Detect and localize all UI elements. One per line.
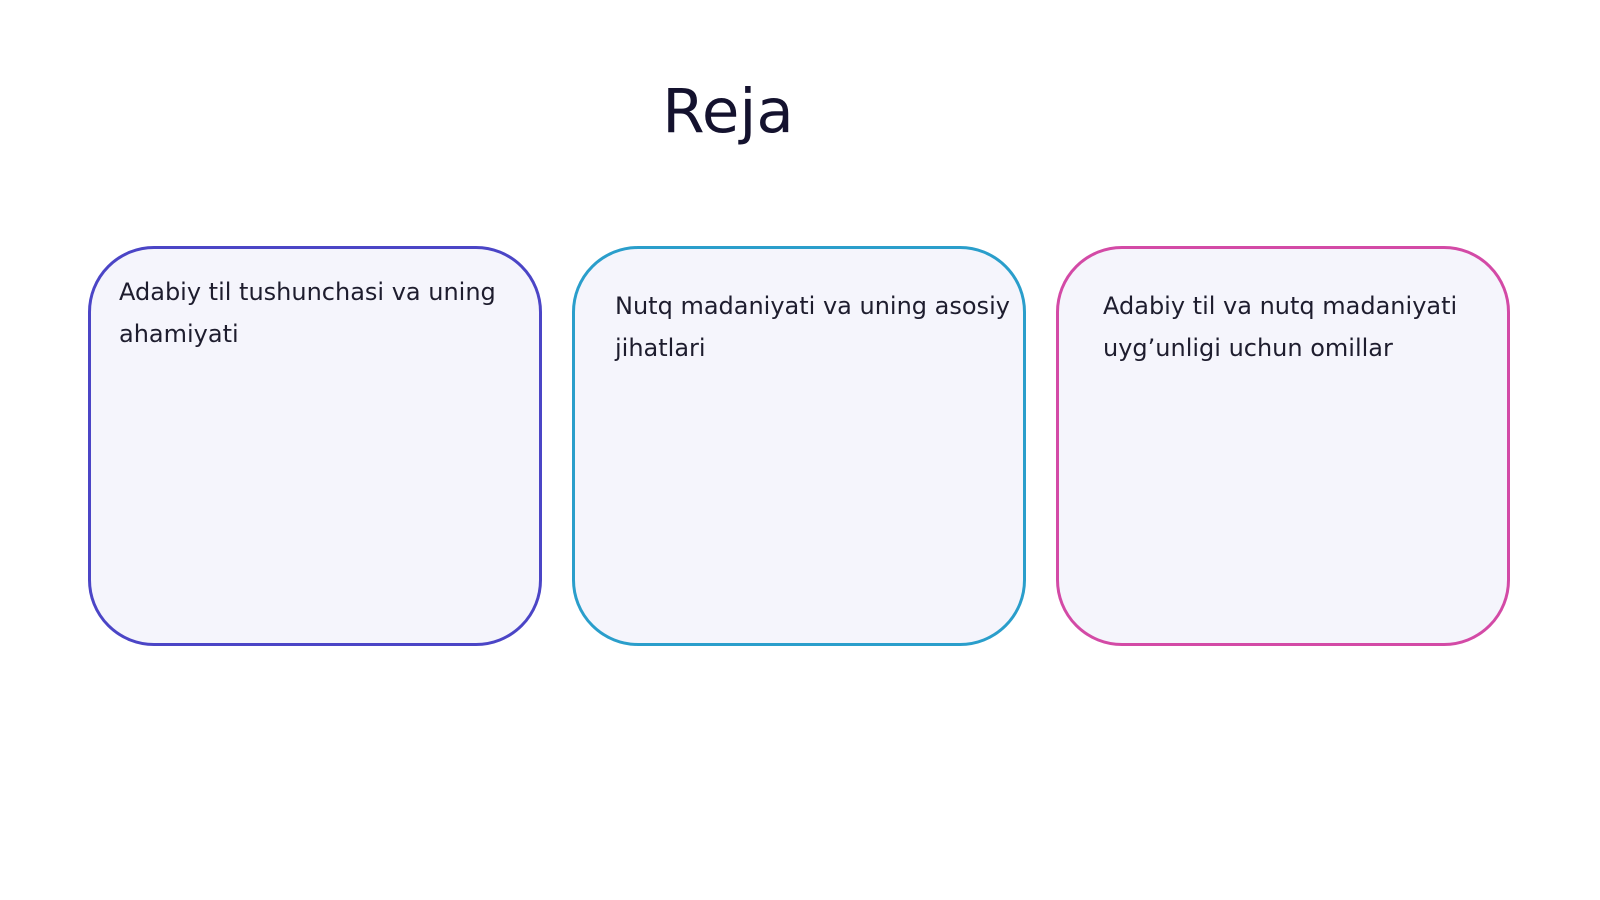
plan-card-3[interactable]: Adabiy til va nutq madaniyati uyg’unligi…	[1056, 246, 1510, 646]
plan-card-1-text: Adabiy til tushunchasi va uning ahamiyat…	[119, 278, 496, 348]
plan-card-3-text: Adabiy til va nutq madaniyati uyg’unligi…	[1103, 292, 1458, 362]
slide-title: Reja	[662, 76, 794, 147]
plan-card-2-text: Nutq madaniyati va uning asosiy jihatlar…	[615, 292, 1010, 362]
plan-card-1[interactable]: Adabiy til tushunchasi va uning ahamiyat…	[88, 246, 542, 646]
plan-card-2[interactable]: Nutq madaniyati va uning asosiy jihatlar…	[572, 246, 1026, 646]
